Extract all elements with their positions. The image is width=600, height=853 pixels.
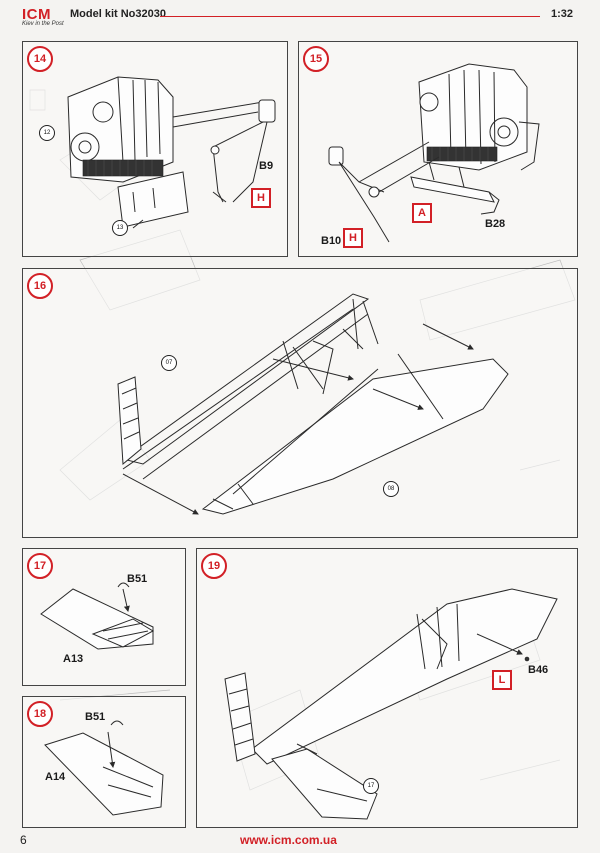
step-18-stabilizer-drawing bbox=[44, 720, 164, 816]
step-17-stabilizer-drawing bbox=[40, 582, 155, 650]
step-17-badge: 17 bbox=[27, 553, 53, 579]
part-B46: B46 bbox=[528, 664, 549, 676]
step-19-badge: 19 bbox=[201, 553, 227, 579]
step-18-badge: 18 bbox=[27, 701, 53, 727]
callout-17: 17 bbox=[363, 778, 379, 794]
step-15-panel: 15 B10 B28 A H bbox=[298, 41, 578, 257]
part-B51: B51 bbox=[85, 711, 106, 723]
scale-label: 1:32 bbox=[551, 8, 574, 20]
step-14-badge: 14 bbox=[27, 46, 53, 72]
step-14-engine-drawing bbox=[67, 76, 276, 229]
step-15-engine-drawing bbox=[328, 63, 540, 243]
website-link[interactable]: www.icm.com.ua bbox=[240, 833, 337, 847]
model-kit-number: Model kit No32030 bbox=[70, 8, 166, 20]
logo-tagline: Kiev in the Post bbox=[22, 21, 64, 27]
page-header: ICM Kiev in the Post Model kit No32030 1… bbox=[0, 0, 600, 34]
icm-logo: ICM Kiev in the Post bbox=[22, 6, 66, 32]
step-17-panel: 17 B51 A13 bbox=[22, 548, 186, 686]
part-A14: A14 bbox=[45, 771, 66, 783]
part-B28: B28 bbox=[485, 218, 506, 230]
header-divider bbox=[160, 16, 540, 17]
callout-12: 12 bbox=[39, 125, 55, 141]
part-B10: B10 bbox=[321, 235, 342, 247]
color-code-H: H bbox=[251, 188, 271, 208]
part-A13: A13 bbox=[63, 653, 84, 665]
logo-text: ICM bbox=[22, 6, 51, 23]
color-code-L: L bbox=[492, 670, 512, 690]
step-19-fuselage-drawing bbox=[224, 588, 558, 820]
step-19-panel: 19 B46 L 17 bbox=[196, 548, 578, 828]
page-number: 6 bbox=[20, 833, 27, 847]
step-15-badge: 15 bbox=[303, 46, 329, 72]
part-B51: B51 bbox=[127, 573, 148, 585]
callout-13: 13 bbox=[112, 220, 128, 236]
step-16-badge: 16 bbox=[27, 273, 53, 299]
callout-07: 07 bbox=[161, 355, 177, 371]
step-16-panel: 16 07 08 bbox=[22, 268, 578, 538]
color-code-H: H bbox=[343, 228, 363, 248]
step-14-panel: 14 12 13 B9 H bbox=[22, 41, 288, 257]
color-code-A: A bbox=[412, 203, 432, 223]
step-18-panel: 18 B51 A14 bbox=[22, 696, 186, 828]
part-B9: B9 bbox=[259, 160, 274, 172]
callout-08: 08 bbox=[383, 481, 399, 497]
step-16-fuselage-drawing bbox=[117, 293, 509, 515]
